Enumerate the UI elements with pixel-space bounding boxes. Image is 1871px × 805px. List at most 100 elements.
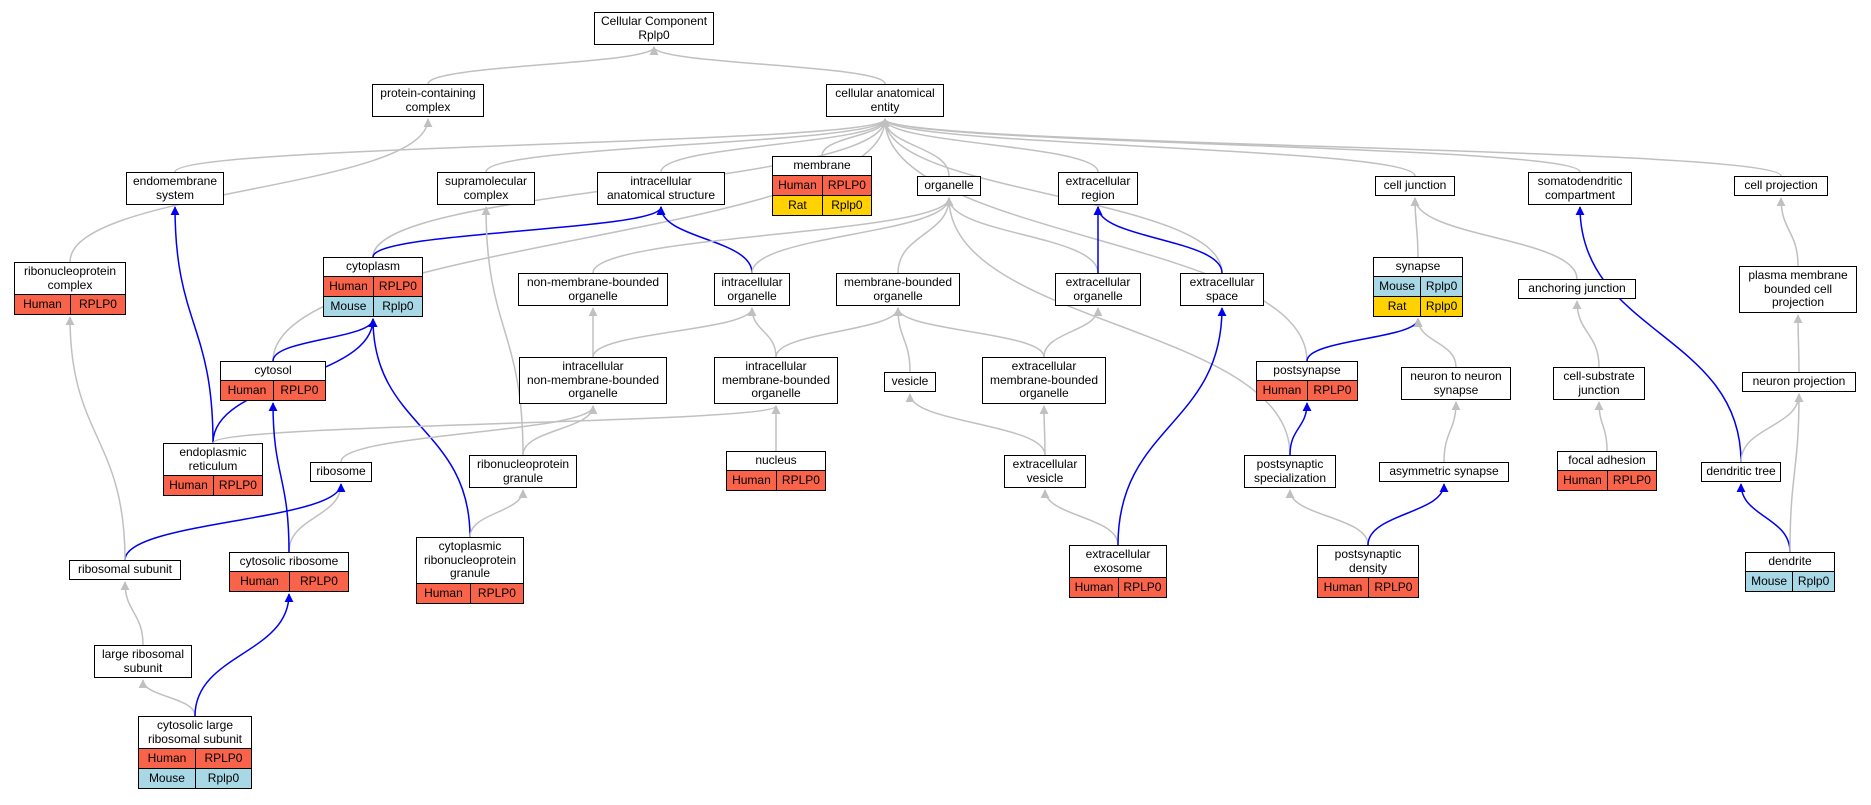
node-ribosomal-subunit[interactable]: ribosomal subunit bbox=[69, 560, 181, 580]
node-label: extracellular organelle bbox=[1065, 275, 1131, 303]
node-cell-projection[interactable]: cell projection bbox=[1734, 176, 1828, 196]
gene-symbol: RPLP0 bbox=[69, 294, 125, 314]
node-label: synapse bbox=[1395, 259, 1441, 273]
node-label: cytosol bbox=[254, 363, 292, 377]
node-ribosome[interactable]: ribosome bbox=[310, 462, 372, 482]
node-dendritic-tree[interactable]: dendritic tree bbox=[1701, 462, 1781, 482]
node-supramolecular-complex[interactable]: supramolecular complex bbox=[437, 172, 535, 205]
node-membrane-bounded-organelle[interactable]: membrane-bounded organelle bbox=[836, 273, 960, 306]
edge-is-a-dendrite-to-nproj bbox=[1789, 393, 1804, 553]
node-label: postsynaptic density bbox=[1334, 547, 1402, 575]
node-cell-junction[interactable]: cell junction bbox=[1375, 176, 1455, 196]
edge-part-of-dtree-to-soma bbox=[1575, 206, 1742, 463]
node-somatodendritic-compartment[interactable]: somatodendritic compartment bbox=[1528, 172, 1632, 205]
node-label: intracellular membrane-bounded organelle bbox=[721, 359, 831, 400]
node-intracellular-anatomical-structure[interactable]: intracellular anatomical structure bbox=[597, 172, 725, 205]
node-cellular-anatomical-entity[interactable]: cellular anatomical entity bbox=[826, 84, 944, 117]
node-label: extracellular exosome bbox=[1085, 547, 1151, 575]
node-cellular-component-rplp0[interactable]: Cellular Component Rplp0 bbox=[594, 12, 714, 45]
node-protein-containing-complex[interactable]: protein-containing complex bbox=[372, 84, 484, 117]
edge-is-a-nproj-to-pmbcp bbox=[1793, 314, 1803, 373]
node-label: ribosomal subunit bbox=[77, 562, 173, 576]
edge-is-a-exves-to-exmbo bbox=[1039, 405, 1049, 456]
node-extracellular-space[interactable]: extracellular space bbox=[1180, 273, 1264, 306]
node-label: endoplasmic reticulum bbox=[179, 445, 247, 473]
edge-is-a-inmbo-to-ico bbox=[592, 307, 757, 358]
node-plasma-membrane-bounded-cell-projection[interactable]: plasma membrane bounded cell projection bbox=[1739, 266, 1857, 313]
node-vesicle[interactable]: vesicle bbox=[884, 372, 936, 392]
node-asymmetric-synapse[interactable]: asymmetric synapse bbox=[1379, 462, 1509, 482]
node-neuron-to-neuron-synapse[interactable]: neuron to neuron synapse bbox=[1401, 367, 1511, 400]
species-name: Mouse bbox=[1746, 570, 1793, 591]
gene-symbol: Rplp0 bbox=[194, 768, 251, 788]
edge-is-a-exmbo-to-mbo bbox=[893, 307, 1045, 358]
edge-part-of-ico-to-ias bbox=[656, 206, 753, 274]
node-intracellular-organelle[interactable]: intracellular organelle bbox=[714, 273, 790, 306]
edge-is-a-imbo-to-ico bbox=[747, 307, 777, 358]
node-cell-substrate-junction[interactable]: cell-substrate junction bbox=[1553, 367, 1645, 400]
node-intracellular-non-membrane-bounded-organelle[interactable]: intracellular non-membrane-bounded organ… bbox=[519, 357, 667, 404]
node-label: plasma membrane bounded cell projection bbox=[1748, 268, 1848, 309]
node-extracellular-region[interactable]: extracellular region bbox=[1058, 172, 1138, 205]
species-name: Mouse bbox=[324, 295, 374, 316]
node-extracellular-membrane-bounded-organelle[interactable]: extracellular membrane-bounded organelle bbox=[982, 357, 1106, 404]
edge-part-of-exspace-to-exreg bbox=[1093, 206, 1223, 274]
node-endomembrane-system[interactable]: endomembrane system bbox=[126, 172, 224, 205]
node-label: postsynapse bbox=[1273, 363, 1341, 377]
edge-is-a-ico-to-org bbox=[751, 197, 954, 274]
node-label: membrane-bounded organelle bbox=[843, 275, 953, 303]
node-anchoring-junction[interactable]: anchoring junction bbox=[1518, 279, 1636, 299]
edge-is-a-rnpg-to-inmbo bbox=[522, 405, 598, 456]
species-name: Human bbox=[139, 748, 196, 769]
node-label: cytoplasmic ribonucleoprotein granule bbox=[423, 539, 517, 580]
species-name: Human bbox=[1318, 577, 1369, 597]
species-name: Human bbox=[1070, 577, 1119, 597]
node-non-membrane-bounded-organelle[interactable]: non-membrane-bounded organelle bbox=[518, 273, 668, 306]
edge-is-a-endo-to-cae bbox=[174, 118, 890, 173]
node-label: cytosolic large ribosomal subunit bbox=[147, 718, 243, 746]
node-intracellular-membrane-bounded-organelle[interactable]: intracellular membrane-bounded organelle bbox=[714, 357, 838, 404]
node-postsynaptic-specialization[interactable]: postsynaptic specialization bbox=[1244, 455, 1336, 488]
node-extracellular-vesicle[interactable]: extracellular vesicle bbox=[1004, 455, 1086, 488]
gene-symbol: RPLP0 bbox=[1367, 577, 1418, 597]
edge-is-a-cae-to-cc bbox=[649, 46, 886, 85]
edge-is-a-crnpg-to-rnpg bbox=[469, 489, 528, 538]
node-organelle[interactable]: organelle bbox=[917, 176, 981, 196]
node-neuron-projection[interactable]: neuron projection bbox=[1742, 372, 1856, 392]
gene-symbol: RPLP0 bbox=[272, 379, 325, 400]
node-large-ribosomal-subunit[interactable]: large ribosomal subunit bbox=[94, 645, 192, 678]
node-ribonucleoprotein-granule[interactable]: ribonucleoprotein granule bbox=[469, 455, 577, 488]
node-label: Cellular Component Rplp0 bbox=[600, 14, 708, 42]
node-label: dendritic tree bbox=[1706, 464, 1776, 478]
node-label: protein-containing complex bbox=[380, 86, 476, 114]
node-extracellular-organelle[interactable]: extracellular organelle bbox=[1055, 273, 1141, 306]
